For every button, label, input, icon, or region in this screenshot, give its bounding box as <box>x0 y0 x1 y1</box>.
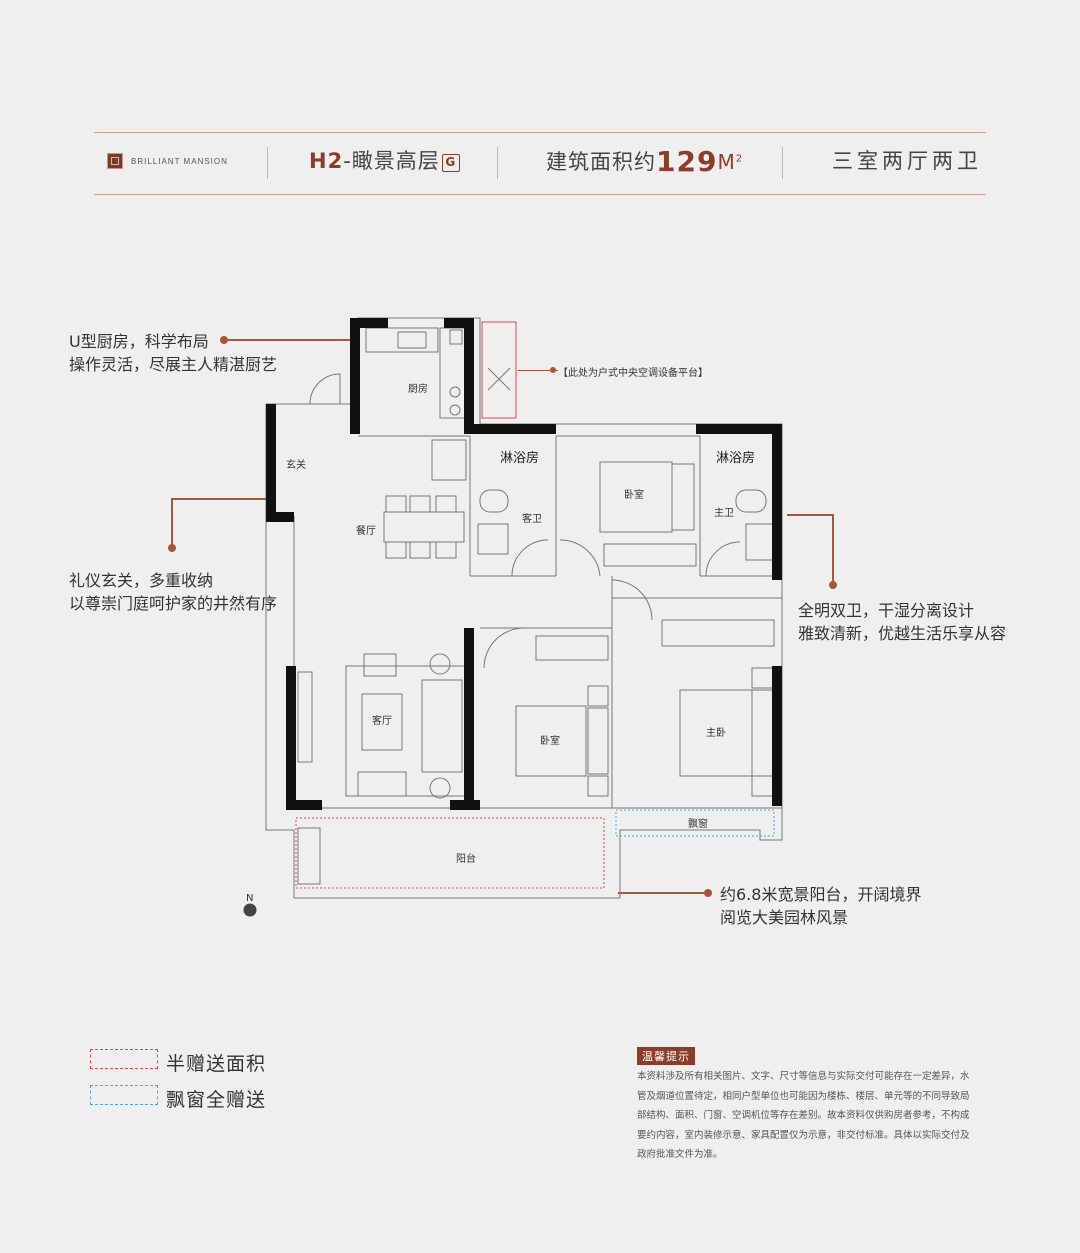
room-balcony: 阳台 <box>456 852 476 865</box>
north-label: N <box>246 893 253 904</box>
room-bedroom-2: 卧室 <box>540 734 560 747</box>
foyer-callout-dot <box>168 544 176 552</box>
header-divider <box>497 147 498 179</box>
ac-leader <box>518 370 558 371</box>
room-foyer: 玄关 <box>286 458 306 471</box>
legend-half-area-swatch <box>90 1049 158 1069</box>
brand: BRILLIANT MANSION <box>107 153 228 169</box>
room-guest-bath: 客卫 <box>522 512 542 525</box>
layout-title: 三室两厅两卫 <box>832 149 982 173</box>
ac-dot <box>550 367 556 373</box>
balcony-callout-dot <box>704 889 712 897</box>
room-living: 客厅 <box>372 714 392 727</box>
room-master-bedroom: 主卧 <box>706 726 726 739</box>
kitchen-callout: U型厨房，科学布局操作灵活，尽展主人精湛厨艺 <box>69 332 278 374</box>
room-shower-2: 淋浴房 <box>716 450 755 466</box>
bath-leader-v <box>832 514 834 584</box>
room-bay-window: 飘窗 <box>688 817 708 830</box>
bath-callout: 全明双卫，干湿分离设计雅致清新，优越生活乐享从容 <box>798 601 1007 643</box>
legend-bay-swatch <box>90 1085 158 1105</box>
room-dining: 餐厅 <box>356 524 376 537</box>
header-bottom-rule <box>94 194 986 195</box>
foyer-callout: 礼仪玄关，多重收纳以尊崇门庭呵护家的井然有序 <box>69 571 278 613</box>
brand-logo-icon <box>107 153 123 169</box>
header-divider <box>782 147 783 179</box>
legend-half-area-label: 半赠送面积 <box>166 1053 267 1075</box>
unit-badge: G <box>441 154 460 172</box>
bath-callout-dot <box>829 581 837 589</box>
header-divider <box>267 147 268 179</box>
header-top-rule <box>94 132 986 133</box>
unit-code: H2 <box>309 149 344 173</box>
balcony-callout: 约6.8米宽景阳台，开阔境界阅览大美园林风景 <box>720 885 922 927</box>
kitchen-callout-dot <box>220 336 228 344</box>
foyer-leader-h <box>171 498 271 500</box>
kitchen-leader <box>228 339 360 341</box>
ac-platform-note: 【此处为户式中央空调设备平台】 <box>558 368 708 379</box>
brand-name: BRILLIANT MANSION <box>131 156 228 166</box>
room-bedroom-1: 卧室 <box>624 488 644 501</box>
room-kitchen: 厨房 <box>408 382 428 395</box>
bath-leader-h <box>787 514 833 516</box>
area-unit: M2 <box>717 150 744 174</box>
area-prefix: 建筑面积约 <box>546 150 656 174</box>
room-master-bath: 主卫 <box>714 507 734 519</box>
tips-title: 温馨提示 <box>637 1047 695 1065</box>
area-title: 建筑面积约129M2 <box>546 145 743 178</box>
unit-name: -瞰景高层 <box>343 149 440 173</box>
foyer-leader-v <box>171 498 173 546</box>
balcony-leader <box>618 892 706 894</box>
room-shower-1: 淋浴房 <box>500 450 539 466</box>
legend-bay-label: 飘窗全赠送 <box>166 1089 267 1111</box>
tips-text: 本资料涉及所有相关图片、文字、尺寸等信息与实际交付可能存在一定差异，水管及烟道位… <box>637 1071 970 1160</box>
area-value: 129 <box>656 145 718 178</box>
